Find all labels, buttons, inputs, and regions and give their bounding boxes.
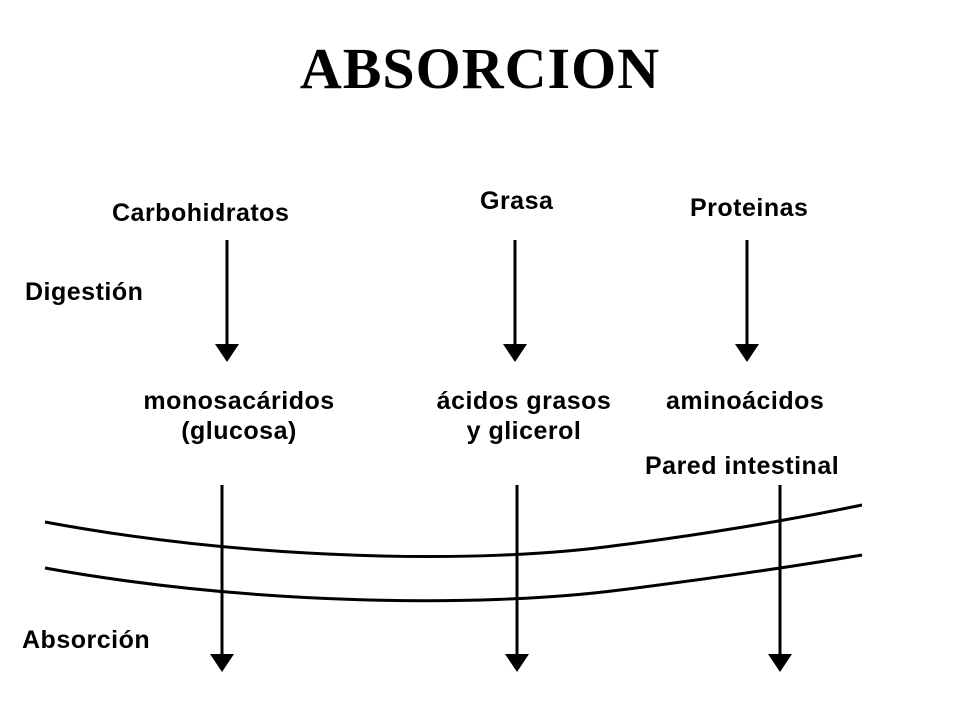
digestion-arrow-grasa	[503, 240, 527, 362]
product-line-glucosa: (glucosa)	[181, 417, 297, 445]
product-line-acidos-grasos: ácidos grasos	[436, 387, 612, 415]
digestion-arrow-proteinas	[735, 240, 759, 362]
product-label-proteinas: aminoácidos	[666, 386, 824, 416]
nutrient-label-carbohidratos: Carbohidratos	[112, 199, 290, 227]
stage-label-absorcion: Absorción	[22, 626, 151, 654]
stage-label-digestion: Digestión	[25, 278, 144, 306]
product-label-grasa: ácidos grasos y glicerol	[402, 386, 646, 446]
absorption-arrow-proteinas	[768, 485, 792, 672]
nutrient-label-proteinas: Proteinas	[690, 194, 809, 222]
digestion-arrow-carbohidratos	[215, 240, 239, 362]
product-line-aminoacidos: aminoácidos	[666, 387, 825, 415]
product-line-monosacaridos: monosacáridos	[143, 387, 335, 415]
page-title: ABSORCION	[299, 36, 661, 101]
product-line-glicerol: y glicerol	[466, 417, 582, 445]
absorption-arrow-carbohidratos	[210, 485, 234, 672]
intestinal-wall-lower-line	[44, 553, 863, 603]
nutrient-label-grasa: Grasa	[480, 187, 554, 215]
intestinal-wall-upper-line	[44, 503, 863, 559]
product-label-carbohidratos: monosacáridos (glucosa)	[108, 386, 370, 446]
absorption-arrow-grasa	[505, 485, 529, 672]
intestinal-wall-label: Pared intestinal	[645, 452, 840, 480]
